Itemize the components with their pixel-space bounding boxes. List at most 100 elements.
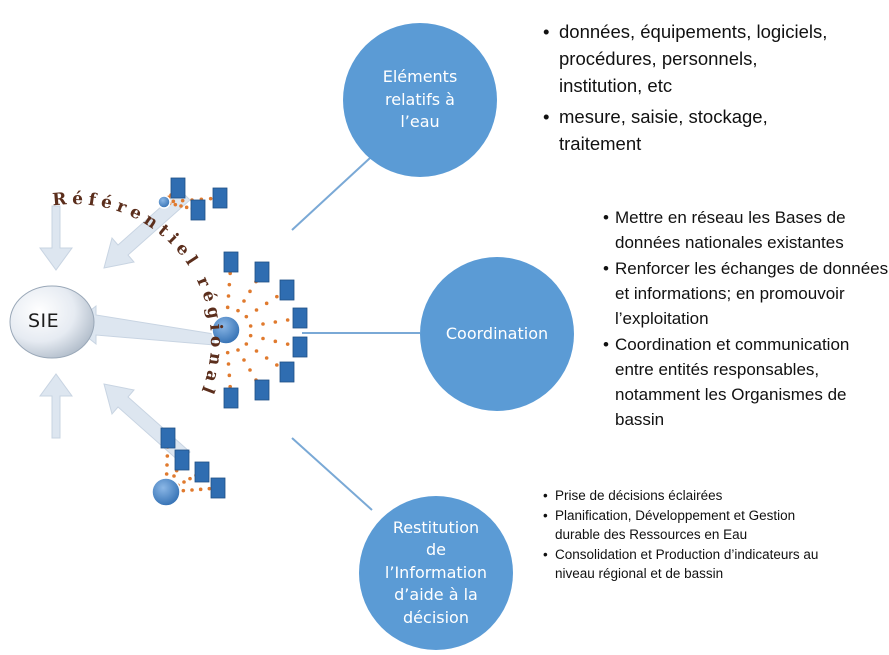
circle-elements <box>343 23 497 177</box>
link-dot <box>172 474 176 478</box>
sie-badge <box>9 285 95 359</box>
bullet-item: Mettre en réseau les Bases de données na… <box>603 205 889 255</box>
link-dot <box>180 198 185 203</box>
bullet-item: mesure, saisie, stockage, traitement <box>543 103 843 157</box>
bullet-item: Coordination et communication entre enti… <box>603 332 889 432</box>
link-dot <box>208 196 213 201</box>
node-box <box>190 199 206 221</box>
link-dot <box>248 289 252 294</box>
node-box <box>292 307 308 329</box>
network-bottom <box>151 427 226 507</box>
link-dot <box>248 368 252 372</box>
connector-lines <box>291 157 420 511</box>
link-dot <box>236 348 240 352</box>
link-dot <box>228 271 232 276</box>
link-dot <box>227 282 232 287</box>
node-box <box>212 187 228 209</box>
node-box <box>170 177 186 199</box>
link-dot <box>248 333 253 338</box>
hub <box>157 195 171 209</box>
link-dot <box>242 358 246 362</box>
link-dot <box>188 476 192 481</box>
link-dot <box>236 308 240 313</box>
link-dot <box>285 318 290 322</box>
circle-label-line: décision <box>403 607 469 627</box>
bullet-item: Renforcer les échanges de données et inf… <box>603 256 889 331</box>
node-box <box>254 261 270 283</box>
link-dot <box>171 199 176 204</box>
circle-restitution <box>359 496 513 650</box>
node-box <box>254 379 270 401</box>
node-box <box>279 279 295 301</box>
link-dot <box>273 339 278 344</box>
circle-label-line: Coordination <box>445 323 549 343</box>
link-dot <box>207 486 212 491</box>
sie-label: SIE <box>28 310 60 332</box>
link-dot <box>182 480 186 484</box>
connector-1 <box>291 157 371 231</box>
link-dot <box>225 350 230 355</box>
link-dot <box>190 488 194 492</box>
link-dot <box>254 349 259 353</box>
node-box <box>174 449 190 471</box>
link-dot <box>228 384 232 389</box>
circle-label-line: de <box>426 540 446 560</box>
link-dot <box>273 320 278 324</box>
link-dot <box>165 454 170 458</box>
link-dot <box>285 342 290 346</box>
circle-label-line: l’eau <box>400 112 440 132</box>
link-dot <box>275 363 279 367</box>
link-dot <box>226 362 231 366</box>
circle-label-line: Eléments <box>382 67 458 87</box>
link-dot <box>264 356 269 360</box>
network-graphics <box>151 177 308 507</box>
link-dot <box>261 322 265 326</box>
arrow-4 <box>39 205 73 271</box>
link-dot <box>173 202 178 207</box>
link-dot <box>261 336 265 341</box>
bullet-item: Planification, Développement et Gestion … <box>543 506 843 544</box>
restitution-bullets: Prise de décisions éclairéesPlanificatio… <box>543 486 843 584</box>
link-dot <box>164 472 169 476</box>
link-dot <box>181 488 186 493</box>
link-dot <box>184 205 189 210</box>
circle-label-coordination: Coordination <box>422 257 572 411</box>
link-dot <box>244 314 249 319</box>
node-box <box>160 427 176 449</box>
hub <box>151 477 181 507</box>
circle-label-line: relatifs à <box>385 89 455 109</box>
node-box <box>279 361 295 383</box>
link-dot <box>275 294 279 299</box>
hub <box>211 315 241 345</box>
circle-label-line: Restitution <box>392 518 480 538</box>
link-dot <box>225 305 230 310</box>
link-dot <box>179 204 183 208</box>
arrow-5 <box>39 373 73 439</box>
node-box <box>223 387 239 409</box>
link-dot <box>226 294 231 298</box>
bullet-item: Prise de décisions éclairées <box>543 486 843 505</box>
link-dot <box>248 324 253 328</box>
circle-label-line: d’aide à la <box>394 585 478 605</box>
link-dot <box>242 299 246 303</box>
coordination-bullets: Mettre en réseau les Bases de données na… <box>603 205 889 433</box>
network-middle <box>211 251 308 409</box>
link-dot <box>198 487 203 492</box>
link-dot <box>254 308 259 312</box>
link-dot <box>264 301 269 306</box>
node-box <box>223 251 239 273</box>
node-box <box>210 477 226 499</box>
node-box <box>194 461 210 483</box>
arrow-2 <box>103 189 191 269</box>
bullet-item: Consolidation et Production d’indicateur… <box>543 545 843 583</box>
elements-bullets: données, équipements, logiciels, procédu… <box>543 18 843 161</box>
circle-coordination <box>420 257 574 411</box>
link-dot <box>244 342 249 346</box>
circle-label-line: l’Information <box>384 562 488 582</box>
branch-circles <box>343 23 574 650</box>
connector-3 <box>291 437 373 511</box>
bullet-item: données, équipements, logiciels, procédu… <box>543 18 843 99</box>
